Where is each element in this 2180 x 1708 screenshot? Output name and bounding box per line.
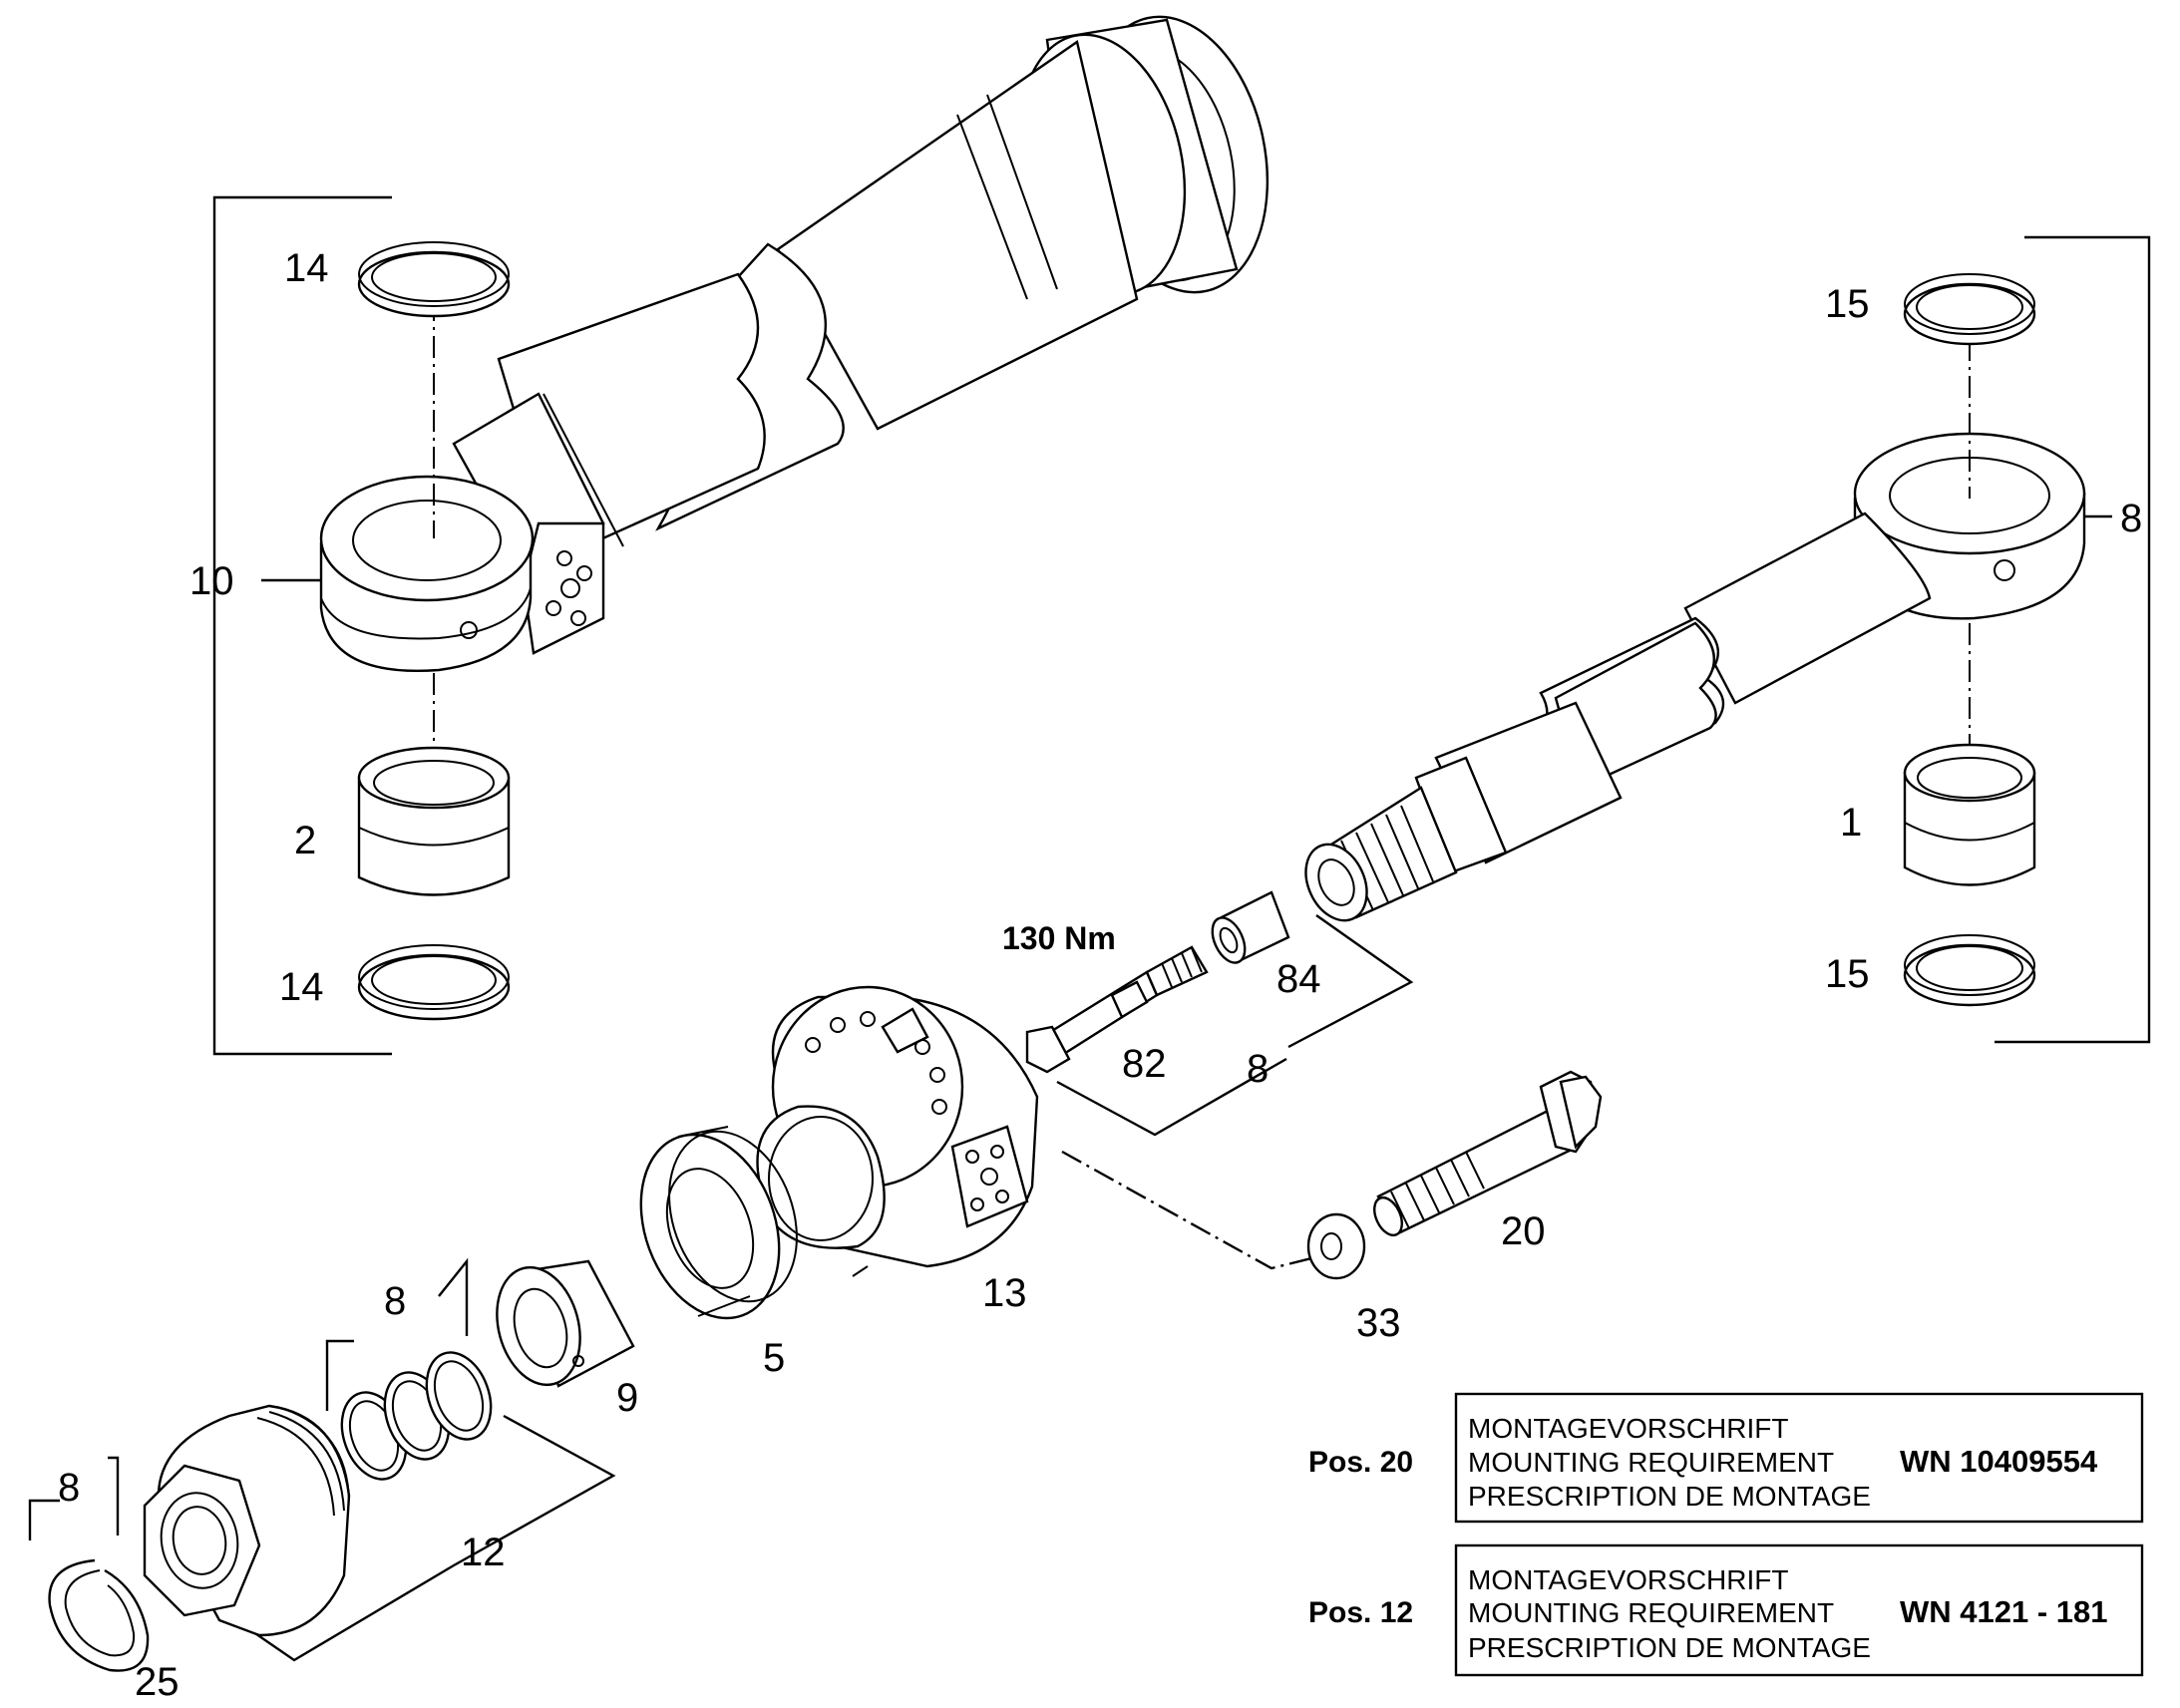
bracket-10 bbox=[212, 195, 392, 1056]
label-14-top: 14 bbox=[284, 246, 329, 290]
label-15-top: 15 bbox=[1825, 282, 1870, 326]
bracket-8-seals-right bbox=[438, 1257, 469, 1336]
note-line-1: MONTAGEVORSCHRIFT bbox=[1468, 1564, 1788, 1595]
note-line-1: MONTAGEVORSCHRIFT bbox=[1468, 1413, 1788, 1444]
label-8-valve: 8 bbox=[1247, 1047, 1269, 1091]
label-84: 84 bbox=[1276, 957, 1321, 1001]
label-8-seals: 8 bbox=[384, 1279, 406, 1323]
mounting-note-pos-12: Pos. 12 MONTAGEVORSCHRIFT MOUNTING REQUI… bbox=[1308, 1543, 2144, 1677]
note-line-2: MOUNTING REQUIREMENT bbox=[1468, 1597, 1834, 1628]
bracket-8-valve-upper bbox=[1287, 914, 1414, 1049]
label-2: 2 bbox=[294, 819, 316, 862]
bushing-2-drawing bbox=[357, 746, 511, 896]
snap-ring-25-drawing bbox=[48, 1558, 150, 1672]
bracket-8-ring-right bbox=[108, 1456, 120, 1536]
leader-33 bbox=[1061, 1150, 1312, 1270]
washer-33-drawing bbox=[1306, 1212, 1366, 1280]
label-82: 82 bbox=[1122, 1042, 1167, 1086]
piston-9-drawing bbox=[496, 1259, 635, 1388]
ring-15-bottom-drawing bbox=[1903, 934, 2036, 1007]
ring-14-bottom-drawing bbox=[357, 944, 511, 1021]
bracket-8-valve-lower bbox=[1056, 1057, 1287, 1137]
label-9: 9 bbox=[616, 1376, 638, 1420]
label-33: 33 bbox=[1356, 1301, 1401, 1345]
bracket-12 bbox=[213, 1414, 616, 1662]
label-20: 20 bbox=[1501, 1209, 1546, 1253]
note-wn-number: WN 4121 - 181 bbox=[1900, 1594, 2108, 1629]
bracket-8-seals-left bbox=[325, 1339, 354, 1411]
note-box bbox=[1454, 1543, 2144, 1677]
axis-line bbox=[852, 1265, 869, 1277]
note-line-2: MOUNTING REQUIREMENT bbox=[1468, 1447, 1834, 1478]
torque-label: 130 Nm bbox=[1002, 920, 1116, 956]
note-wn-number: WN 10409554 bbox=[1900, 1444, 2098, 1479]
cylinder-tube-drawing bbox=[319, 15, 1270, 672]
valve-82-drawing bbox=[1025, 945, 1209, 1074]
bracket-8-right bbox=[1995, 235, 2151, 1044]
valve-84-drawing bbox=[1211, 890, 1290, 964]
cylinder-head-13-drawing bbox=[756, 985, 1039, 1268]
note-line-3: PRESCRIPTION DE MONTAGE bbox=[1468, 1632, 1871, 1663]
bolt-20-drawing bbox=[1373, 1070, 1603, 1237]
note-box bbox=[1454, 1392, 2144, 1524]
part-labels: 14 10 2 14 15 8 1 15 130 Nm 84 82 8 20 1… bbox=[58, 246, 2142, 1704]
note-pos-label: Pos. 12 bbox=[1308, 1596, 1413, 1629]
mounting-note-pos-20: Pos. 20 MONTAGEVORSCHRIFT MOUNTING REQUI… bbox=[1308, 1392, 2144, 1524]
seal-rings-8-drawing bbox=[340, 1351, 493, 1481]
label-14-bottom: 14 bbox=[279, 965, 324, 1009]
label-25: 25 bbox=[135, 1660, 180, 1704]
label-1: 1 bbox=[1840, 801, 1862, 845]
seal-5-drawing bbox=[639, 1126, 798, 1320]
bracket-8-ring-left bbox=[28, 1499, 60, 1540]
ring-15-top-drawing bbox=[1903, 273, 2036, 346]
label-5: 5 bbox=[763, 1336, 785, 1380]
label-12: 12 bbox=[461, 1531, 506, 1574]
label-8-right: 8 bbox=[2120, 497, 2142, 540]
bushing-1-drawing bbox=[1903, 743, 2036, 886]
piston-nut-12-drawing bbox=[143, 1404, 351, 1637]
label-15-bottom: 15 bbox=[1825, 952, 1870, 996]
note-line-3: PRESCRIPTION DE MONTAGE bbox=[1468, 1481, 1871, 1512]
ring-14-top-drawing bbox=[357, 241, 511, 318]
label-13: 13 bbox=[982, 1271, 1027, 1315]
label-8-ring: 8 bbox=[58, 1466, 80, 1510]
note-pos-label: Pos. 20 bbox=[1308, 1446, 1413, 1479]
label-10: 10 bbox=[189, 559, 234, 603]
